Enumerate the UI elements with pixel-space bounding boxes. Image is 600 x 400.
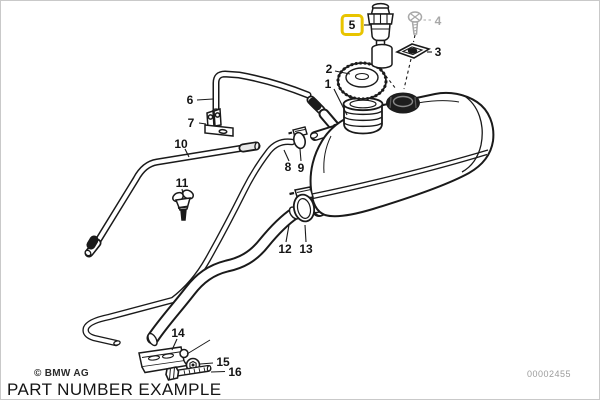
part-callout-4[interactable]: 4 bbox=[434, 14, 442, 28]
clip-11 bbox=[172, 189, 194, 221]
part-callout-16[interactable]: 16 bbox=[228, 365, 242, 379]
retainer-3 bbox=[395, 43, 431, 90]
hose-clamp-13 bbox=[289, 186, 316, 223]
part-callout-1[interactable]: 1 bbox=[324, 77, 332, 91]
part-callout-12[interactable]: 12 bbox=[278, 242, 292, 256]
part-callout-13[interactable]: 13 bbox=[299, 242, 313, 256]
band-clamp-14 bbox=[138, 339, 211, 374]
part-callout-6[interactable]: 6 bbox=[186, 93, 194, 107]
part-callout-15[interactable]: 15 bbox=[216, 355, 230, 369]
vent-hose-8 bbox=[82, 138, 296, 347]
filler-neck-1 bbox=[342, 96, 384, 135]
part-callout-7[interactable]: 7 bbox=[187, 116, 195, 130]
filler-cap-2 bbox=[336, 61, 388, 101]
hose-clamp-9 bbox=[288, 126, 308, 150]
drawing-number: 00002455 bbox=[527, 369, 572, 379]
level-sensor-5 bbox=[367, 2, 397, 90]
part-callout-5[interactable]: 5 bbox=[340, 14, 364, 36]
bolt-16 bbox=[165, 365, 212, 381]
part-callout-2[interactable]: 2 bbox=[325, 62, 333, 76]
page-caption: PART NUMBER EXAMPLE bbox=[7, 380, 222, 399]
leader-lines bbox=[171, 19, 432, 373]
sensor-grommet bbox=[386, 92, 420, 114]
part-callout-9[interactable]: 9 bbox=[297, 161, 305, 175]
bmw-copyright: © BMW AG bbox=[34, 368, 89, 379]
part-callout-11[interactable]: 11 bbox=[175, 176, 189, 190]
hose-10 bbox=[84, 141, 261, 258]
part-callout-8[interactable]: 8 bbox=[284, 160, 292, 174]
part-callout-10[interactable]: 10 bbox=[174, 137, 188, 151]
part-callout-3[interactable]: 3 bbox=[434, 45, 442, 59]
part-callout-14[interactable]: 14 bbox=[171, 326, 185, 340]
screw-4 bbox=[407, 11, 423, 43]
bracket-7 bbox=[204, 107, 234, 137]
